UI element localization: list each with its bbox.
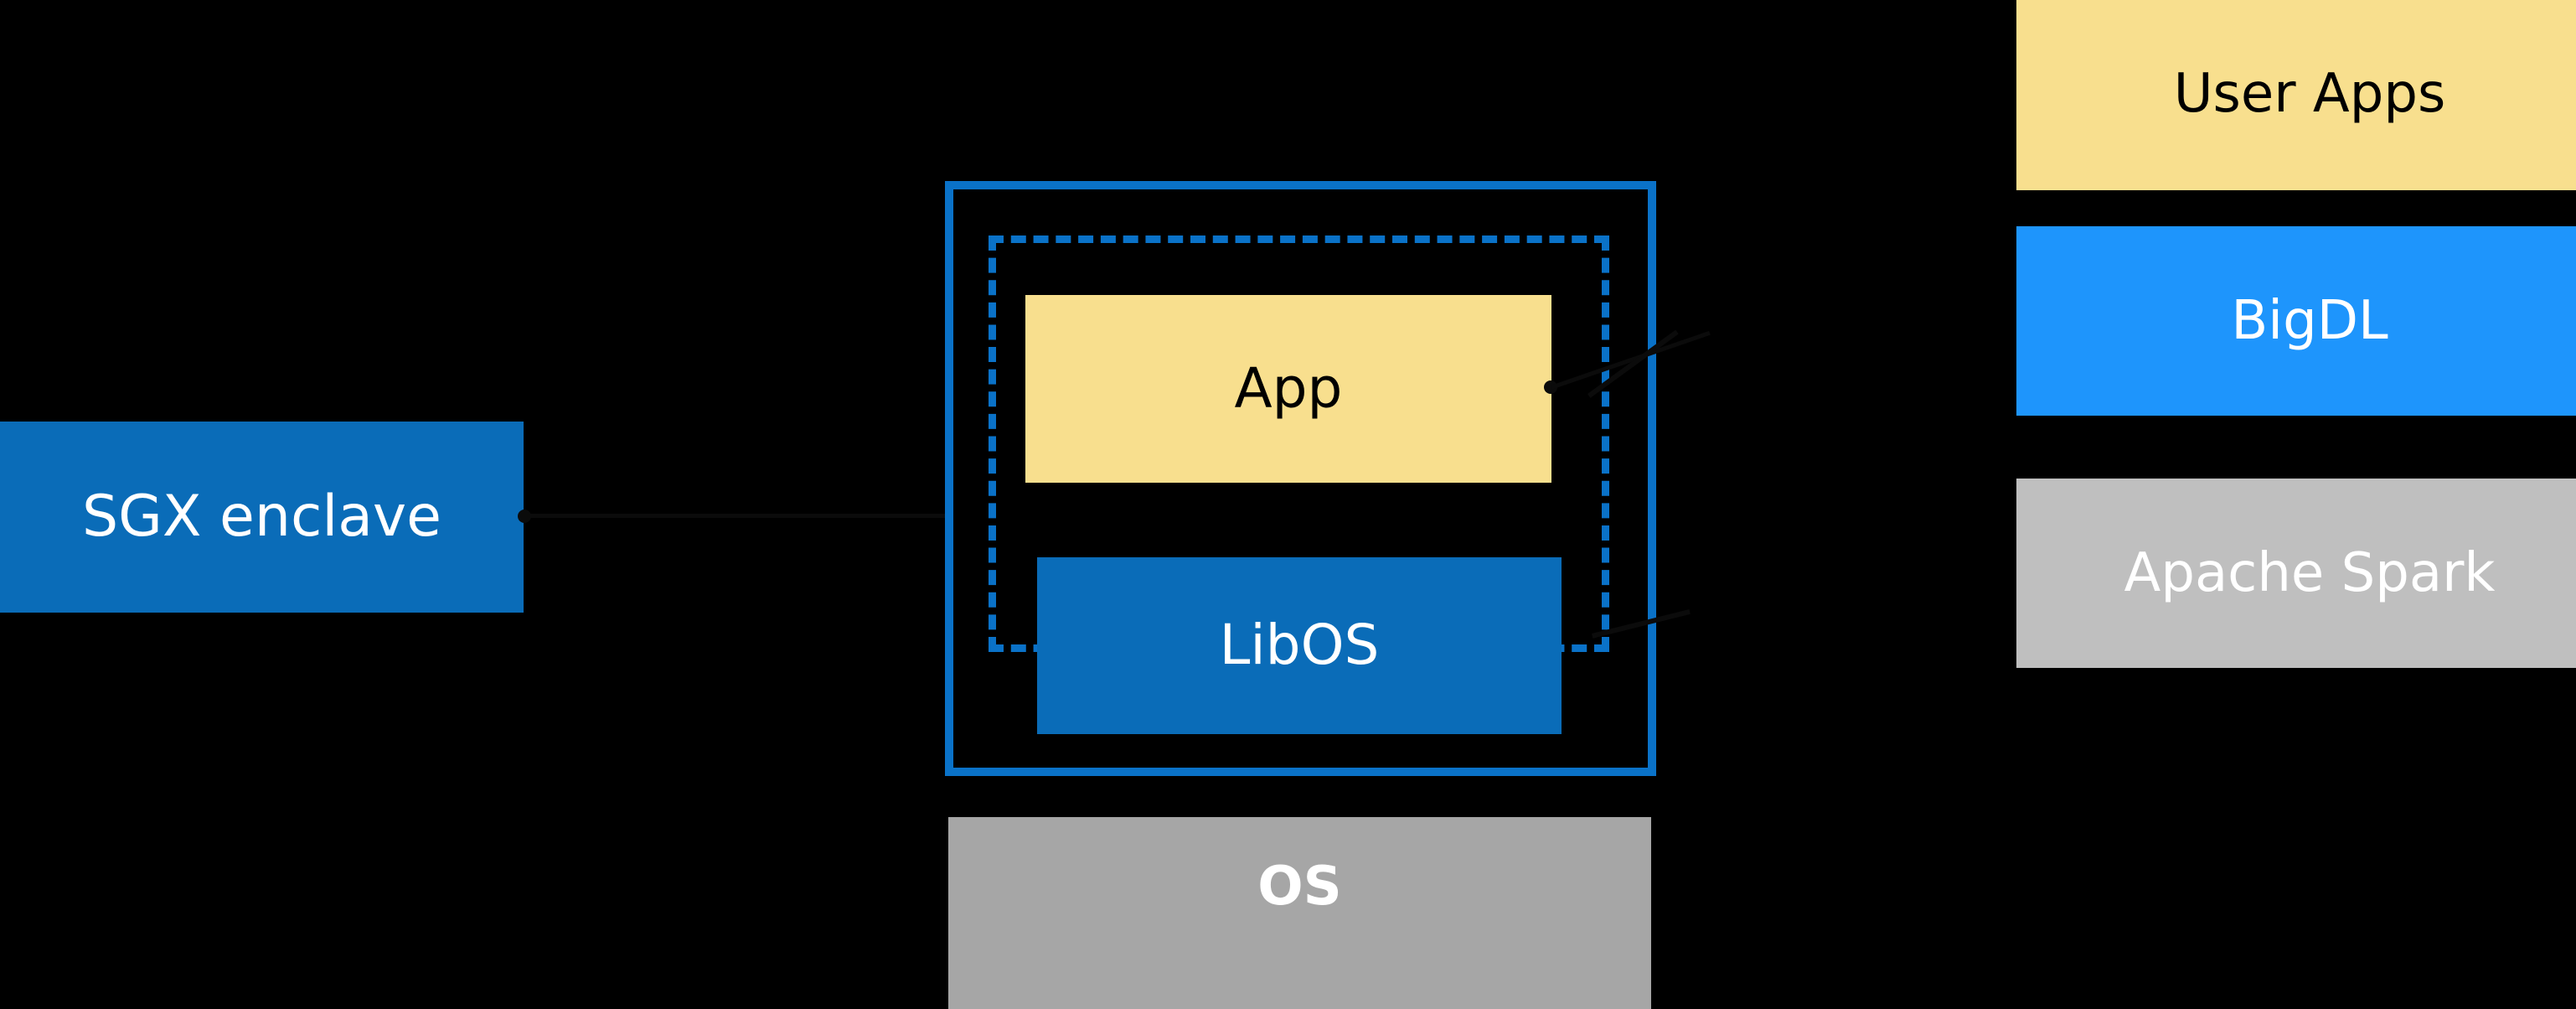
enclave-frame [945, 181, 1656, 776]
os-box: OS [948, 817, 1651, 1009]
app-box: App [1025, 295, 1551, 483]
sgx-enclave-box: SGX enclave [0, 422, 524, 613]
sgx-enclave-connector-line [524, 514, 945, 518]
libos-box: LibOS [1037, 557, 1562, 734]
libos-label: LibOS [1219, 613, 1380, 678]
bigdl-box: BigDL [2016, 226, 2576, 416]
user-apps-box: User Apps [2016, 0, 2576, 190]
bigdl-label: BigDL [2231, 289, 2388, 352]
user-apps-label: User Apps [2173, 62, 2446, 125]
apache-spark-box: Apache Spark [2016, 479, 2576, 668]
os-label: OS [1257, 856, 1342, 918]
app-label: App [1234, 355, 1343, 421]
apache-spark-label: Apache Spark [2124, 541, 2496, 604]
sgx-enclave-label: SGX enclave [81, 483, 442, 550]
